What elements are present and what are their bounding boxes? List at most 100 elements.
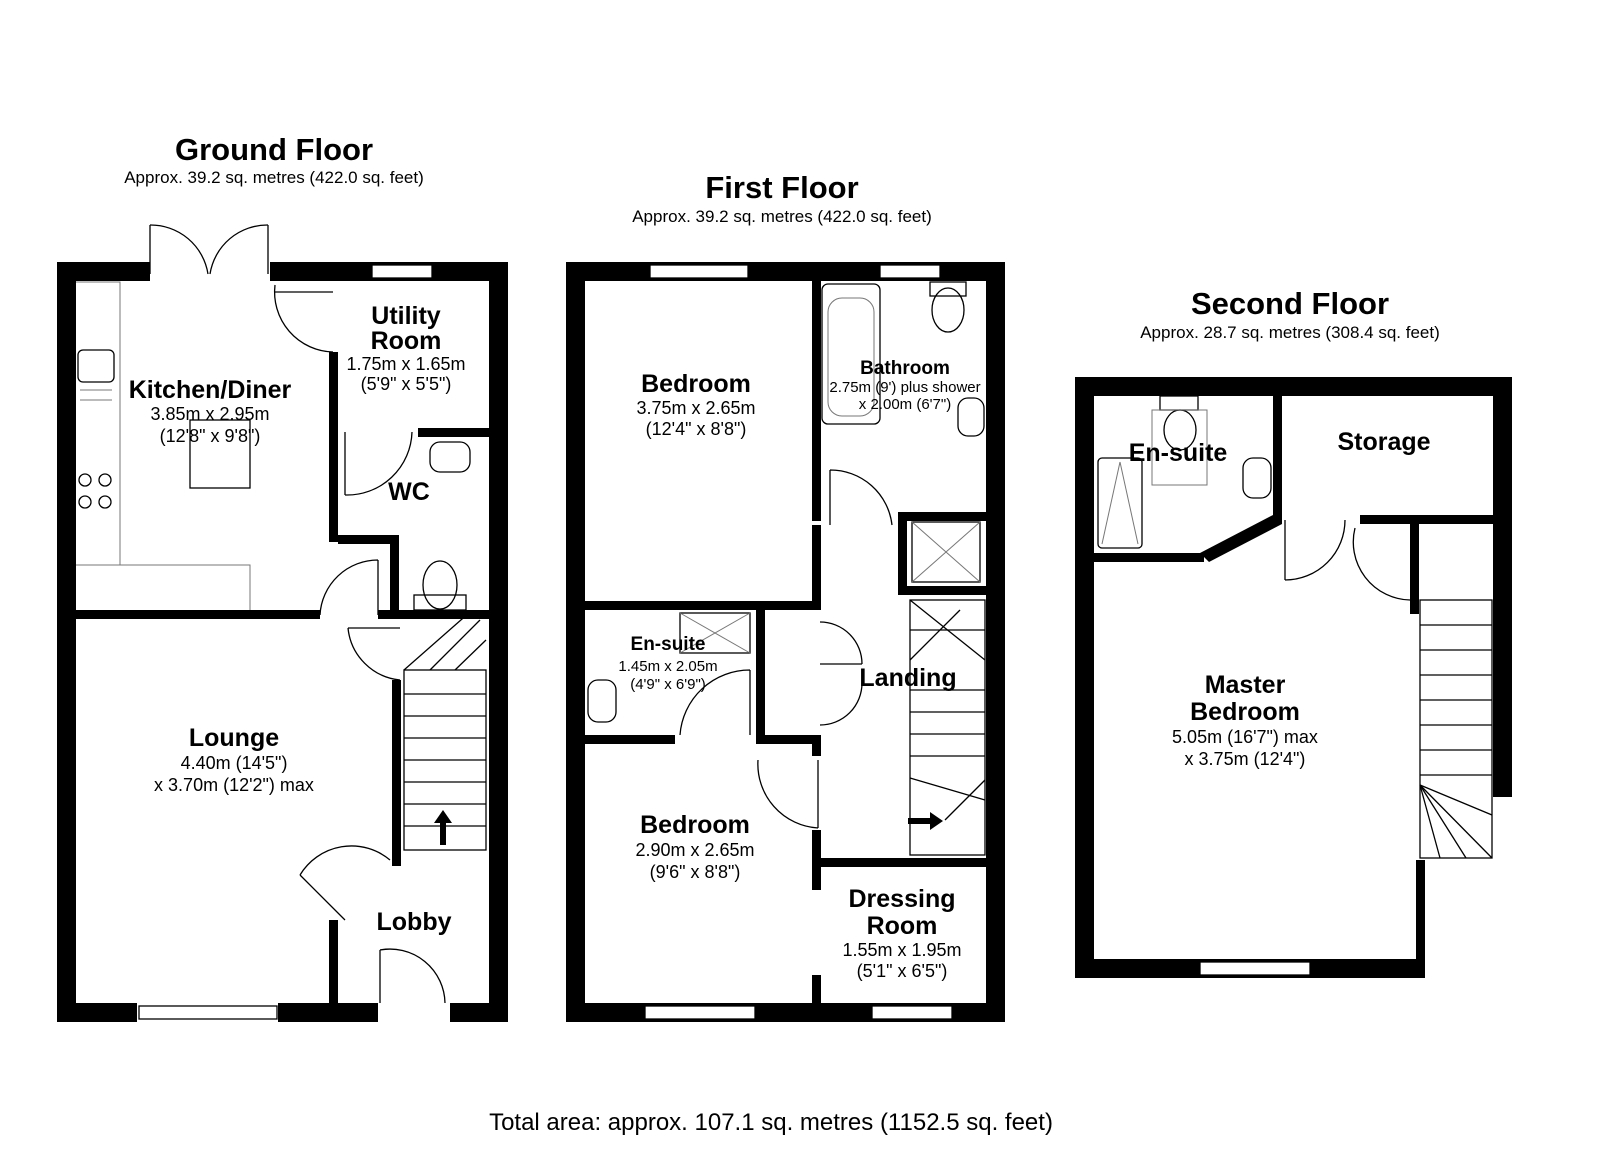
room-dimensions: (4'9" x 6'9") bbox=[630, 676, 706, 693]
door-swing bbox=[347, 627, 401, 681]
room-name: Room bbox=[867, 912, 938, 940]
window bbox=[644, 1005, 756, 1020]
room-name: Storage bbox=[1337, 428, 1430, 456]
wall bbox=[1075, 377, 1512, 396]
door-swing bbox=[829, 469, 893, 526]
toilet-icon bbox=[422, 560, 458, 610]
door-swing bbox=[344, 431, 413, 496]
wall bbox=[1360, 515, 1493, 524]
room-dimensions: 3.75m x 2.65m bbox=[636, 398, 755, 418]
bath-icon bbox=[821, 283, 881, 425]
staircase bbox=[1419, 599, 1493, 859]
door-swing bbox=[149, 224, 209, 275]
second-floor-plan: Second Floor Approx. 28.7 sq. metres (30… bbox=[1075, 286, 1512, 978]
wall bbox=[76, 610, 320, 619]
window bbox=[371, 264, 433, 279]
wall bbox=[898, 586, 986, 595]
room-name: Kitchen/Diner bbox=[129, 376, 292, 404]
wall bbox=[585, 735, 675, 744]
staircase bbox=[403, 611, 487, 851]
wall bbox=[1094, 553, 1204, 562]
room-dimensions: 5.05m (16'7") max bbox=[1172, 727, 1318, 747]
door-swing bbox=[679, 669, 751, 736]
room-dimensions: 3.85m x 2.95m bbox=[150, 404, 269, 424]
room-dimensions: (5'1" x 6'5") bbox=[857, 961, 948, 981]
kitchen-island bbox=[189, 419, 251, 489]
total-area: Total area: approx. 107.1 sq. metres (11… bbox=[489, 1109, 1053, 1136]
room-dimensions: (5'9" x 5'5") bbox=[361, 374, 452, 394]
wall bbox=[489, 262, 508, 1022]
room-name: Master bbox=[1205, 671, 1286, 699]
wall bbox=[450, 1003, 508, 1022]
room-dimensions: 1.75m x 1.65m bbox=[346, 354, 465, 374]
room-dimensions: (12'8" x 9'8") bbox=[160, 426, 261, 446]
wall bbox=[898, 512, 986, 521]
basin-icon bbox=[587, 679, 617, 723]
room-name: Bedroom bbox=[640, 811, 750, 839]
door-swing bbox=[819, 621, 863, 665]
wall bbox=[329, 920, 338, 1004]
wall bbox=[812, 525, 821, 610]
wall bbox=[812, 975, 821, 1003]
door-swing bbox=[757, 759, 819, 829]
door-swing bbox=[1284, 519, 1346, 581]
wall bbox=[812, 281, 821, 521]
room-name: Bedroom bbox=[1190, 698, 1300, 726]
second-floor-title: Second Floor bbox=[1191, 286, 1389, 321]
room-dimensions: 1.55m x 1.95m bbox=[842, 940, 961, 960]
room-name: En-suite bbox=[1129, 439, 1228, 467]
wall bbox=[812, 744, 821, 756]
wall bbox=[566, 262, 585, 1022]
door-swing bbox=[273, 284, 334, 353]
wall bbox=[57, 262, 76, 1022]
room-dimensions: x 3.75m (12'4") bbox=[1185, 749, 1306, 769]
door-swing bbox=[209, 224, 269, 275]
door-swing bbox=[1352, 527, 1411, 601]
wall bbox=[392, 680, 401, 866]
wall bbox=[812, 858, 986, 867]
staircase bbox=[908, 599, 986, 856]
wall bbox=[898, 512, 907, 592]
toilet-icon bbox=[931, 287, 965, 333]
room-dimensions: (9'6" x 8'8") bbox=[650, 862, 741, 882]
door-swing bbox=[819, 682, 863, 726]
room-name: Dressing bbox=[849, 885, 956, 913]
wall bbox=[418, 428, 489, 437]
second-floor-area: Approx. 28.7 sq. metres (308.4 sq. feet) bbox=[1140, 323, 1440, 342]
wall bbox=[1493, 377, 1512, 797]
stair-arrow-icon bbox=[434, 810, 452, 845]
wall bbox=[1075, 377, 1094, 978]
door-swing bbox=[379, 948, 446, 1004]
room-dimensions: 4.40m (14'5") bbox=[181, 753, 288, 773]
wall bbox=[278, 1003, 378, 1022]
room-name: Landing bbox=[859, 664, 956, 692]
window bbox=[138, 1005, 278, 1020]
window bbox=[879, 264, 941, 279]
shower-tray-icon bbox=[1097, 457, 1143, 549]
wall bbox=[756, 735, 821, 744]
room-name: Utility bbox=[371, 302, 441, 330]
shower-tray-icon bbox=[911, 521, 981, 583]
wall bbox=[57, 1003, 137, 1022]
wall bbox=[329, 352, 338, 542]
kitchen-fittings bbox=[76, 281, 251, 610]
wall bbox=[1416, 860, 1425, 978]
first-floor-area: Approx. 39.2 sq. metres (422.0 sq. feet) bbox=[632, 207, 932, 226]
wall bbox=[756, 610, 765, 735]
room-name: Bedroom bbox=[641, 370, 751, 398]
wall bbox=[390, 535, 399, 619]
basin-icon bbox=[1242, 457, 1272, 499]
wall bbox=[986, 262, 1005, 1022]
door-swing bbox=[319, 559, 379, 616]
ground-floor-title: Ground Floor bbox=[175, 132, 373, 167]
room-name: Lounge bbox=[189, 724, 279, 752]
room-name: En-suite bbox=[631, 634, 706, 655]
room-dimensions: 2.90m x 2.65m bbox=[635, 840, 754, 860]
wall bbox=[1200, 515, 1282, 562]
stair-arrow-icon bbox=[908, 812, 943, 830]
wall bbox=[338, 535, 398, 544]
room-name: WC bbox=[388, 478, 430, 506]
room-dimensions: 1.45m x 2.05m bbox=[618, 658, 717, 675]
room-dimensions: x 2.00m (6'7") bbox=[859, 396, 951, 413]
